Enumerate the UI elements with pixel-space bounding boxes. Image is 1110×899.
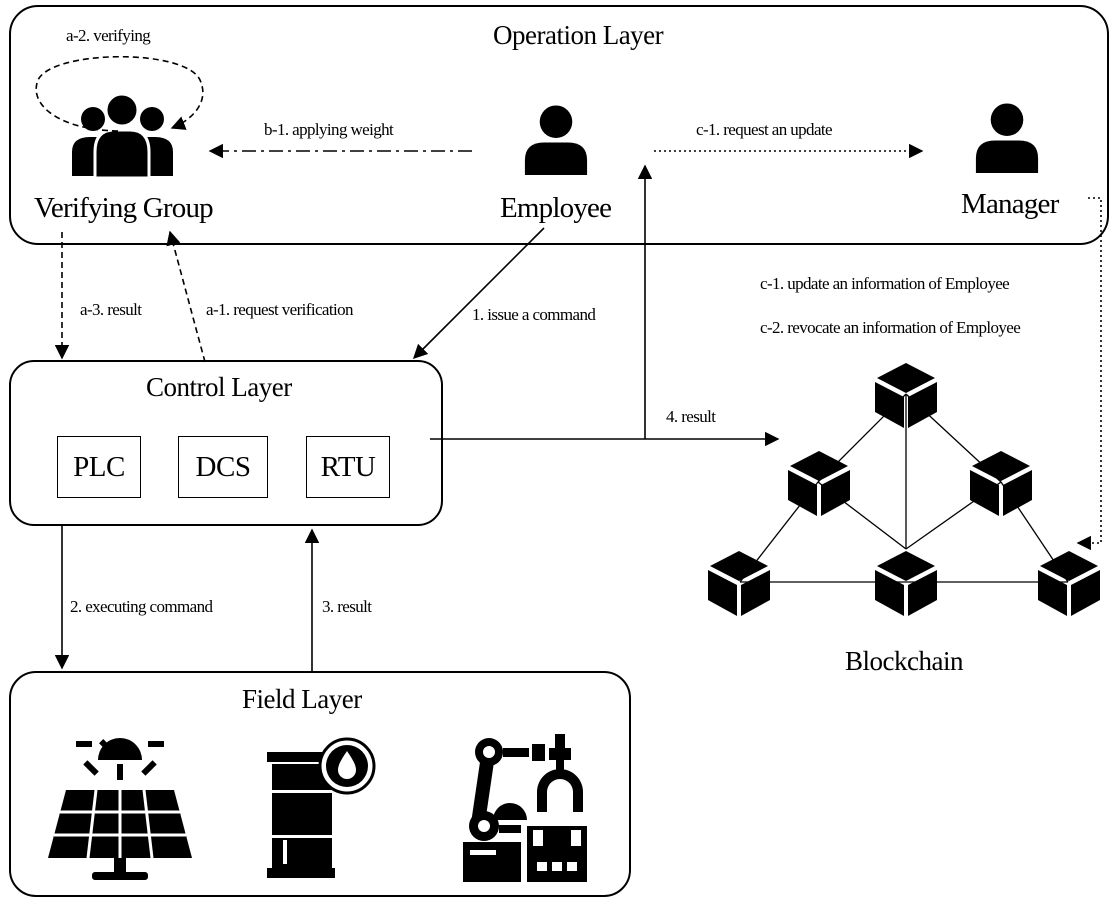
person-icon: [975, 103, 1039, 173]
field-layer-title: Field Layer: [242, 684, 362, 714]
plc-box: PLC: [57, 436, 141, 498]
manager-label: Manager: [961, 188, 1059, 220]
field-layer-box: [9, 671, 631, 897]
c1-update-employee-label: c-1. update an information of Employee: [760, 274, 1010, 293]
c1-request-update-label: c-1. request an update: [696, 120, 833, 139]
rtu-box: RTU: [306, 436, 390, 498]
person-icon: [524, 105, 588, 175]
b1-applying-weight-label: b-1. applying weight: [264, 120, 394, 139]
operation-layer-title: Operation Layer: [493, 20, 664, 50]
oil-barrel-icon: [267, 737, 376, 878]
manager-to-blockchain-arrow: [1076, 197, 1102, 551]
cube-node-icon: [875, 551, 937, 616]
blockchain-nodes: [708, 363, 1100, 616]
exec2-label: 2. executing command: [70, 597, 213, 616]
group-icon: [72, 92, 173, 180]
result4-label: 4. result: [666, 407, 716, 426]
a2-verifying-label: a-2. verifying: [66, 26, 151, 45]
result3-label: 3. result: [322, 597, 372, 616]
a3-result-label: a-3. result: [80, 300, 142, 319]
blockchain-label: Blockchain: [845, 646, 963, 676]
issue-command-label: 1. issue a command: [472, 305, 596, 324]
cube-node-icon: [970, 451, 1032, 516]
operation-layer-box: [9, 5, 1109, 245]
employee-label: Employee: [500, 192, 612, 224]
a2-verifying-loop: [35, 56, 204, 132]
a1-request-verification-label: a-1. request verification: [206, 300, 354, 319]
robot-factory-icon: [463, 734, 587, 882]
issue-command-arrow: [412, 227, 545, 360]
cube-node-icon: [708, 551, 770, 616]
cube-node-icon: [1038, 551, 1100, 616]
control-layer-title: Control Layer: [146, 372, 292, 402]
dcs-box: DCS: [178, 436, 268, 498]
c2-revoke-employee-label: c-2. revocate an information of Employee: [760, 318, 1021, 337]
a1-arrow: [166, 230, 206, 363]
control-layer-box: [9, 360, 443, 526]
verifying-group-label: Verifying Group: [34, 192, 214, 224]
